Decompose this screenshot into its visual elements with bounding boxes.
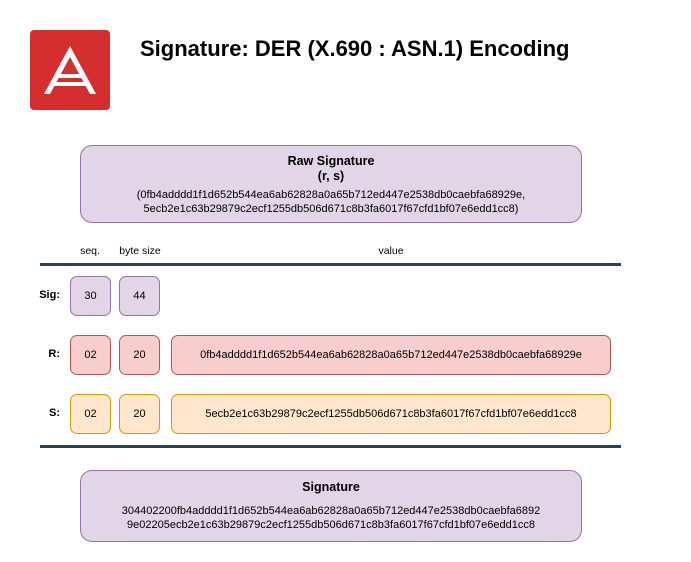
signature-line-1: 304402200fb4adddd1f1d652b544ea6ab62828a0… [121,505,541,517]
bottom-divider [40,445,621,448]
raw-signature-line-2: 5ecb2e1c63b29879c2ecf1255db506d671c8b3fa… [143,203,519,215]
column-header-value: value [378,245,404,257]
raw-signature-title: Raw Signature [287,154,375,168]
column-header-byte-size: byte size [119,245,161,257]
row-label-sig: Sig: [39,289,60,301]
raw-signature-line-1: (0fb4adddd1f1d652b544ea6ab62828a0a65b712… [136,189,526,201]
s-seq-cell: 02 [70,394,111,434]
sig-size-cell: 44 [119,276,160,316]
top-divider [40,263,621,266]
row-label-s: S: [49,407,60,419]
sig-seq-cell: 30 [70,276,111,316]
ark-logo-glyph [44,46,96,94]
r-size-cell: 20 [119,335,160,375]
page-title: Signature: DER (X.690 : ASN.1) Encoding [140,36,570,61]
raw-signature-box: Raw Signature (r, s) (0fb4adddd1f1d652b5… [80,145,582,223]
raw-signature-subtitle: (r, s) [317,169,345,183]
signature-line-2: 9e02205ecb2e1c63b29879c2ecf1255db506d671… [127,519,535,531]
signature-title: Signature [302,480,360,494]
s-size-cell: 20 [119,394,160,434]
row-label-r: R: [48,348,60,360]
r-seq-cell: 02 [70,335,111,375]
signature-box: Signature 304402200fb4adddd1f1d652b544ea… [80,470,582,542]
s-value-cell: 5ecb2e1c63b29879c2ecf1255db506d671c8b3fa… [171,394,611,434]
column-header-seq: seq. [80,245,100,257]
ark-logo-icon [30,30,110,110]
r-value-cell: 0fb4adddd1f1d652b544ea6ab62828a0a65b712e… [171,335,611,375]
